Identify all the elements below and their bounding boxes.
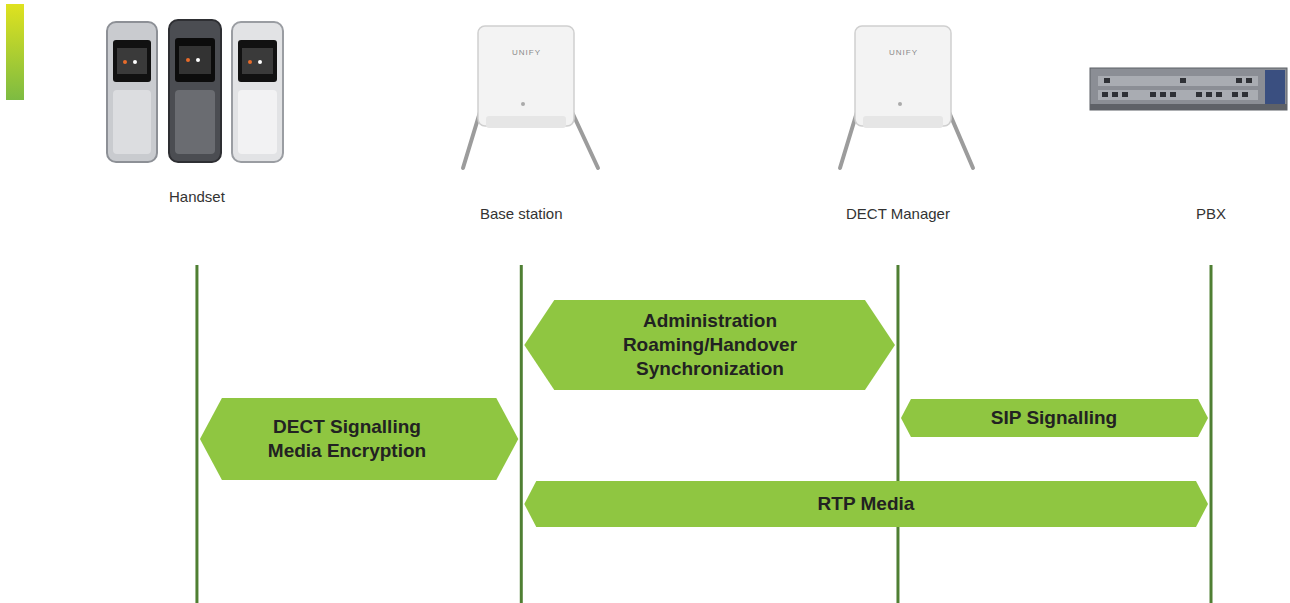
band-label: SIP Signalling [904, 406, 1204, 430]
handset-picture [107, 20, 283, 162]
band-label: Administration Roaming/Handover Synchron… [610, 309, 810, 381]
double-arrow-band [901, 399, 1208, 437]
accent-bar [6, 4, 24, 100]
device-label-box: Handset [165, 186, 229, 207]
double-arrow-band [200, 398, 518, 480]
brand-logo-text: UNIFY [889, 48, 918, 57]
device-label-box: Base station [476, 203, 567, 224]
band-label: RTP Media [716, 492, 1016, 516]
lifeline [896, 265, 899, 603]
device-label-box: DECT Manager [842, 203, 954, 224]
lifeline [520, 265, 523, 603]
device-name: DECT Manager [846, 205, 950, 222]
dect-manager-picture [840, 26, 973, 168]
brand-logo-text: UNIFY [512, 48, 541, 57]
device-name: PBX [1196, 205, 1226, 222]
lifeline [1210, 265, 1213, 603]
lifeline [195, 265, 198, 603]
device-name: Base station [480, 205, 563, 222]
double-arrow-band [524, 481, 1208, 527]
band-label: DECT Signalling Media Encryption [263, 415, 431, 463]
pbx-picture [1090, 68, 1287, 110]
base-station-picture [463, 26, 598, 168]
double-arrow-band [524, 300, 895, 390]
device-label-box: PBX [1192, 203, 1230, 224]
device-name: Handset [169, 188, 225, 205]
